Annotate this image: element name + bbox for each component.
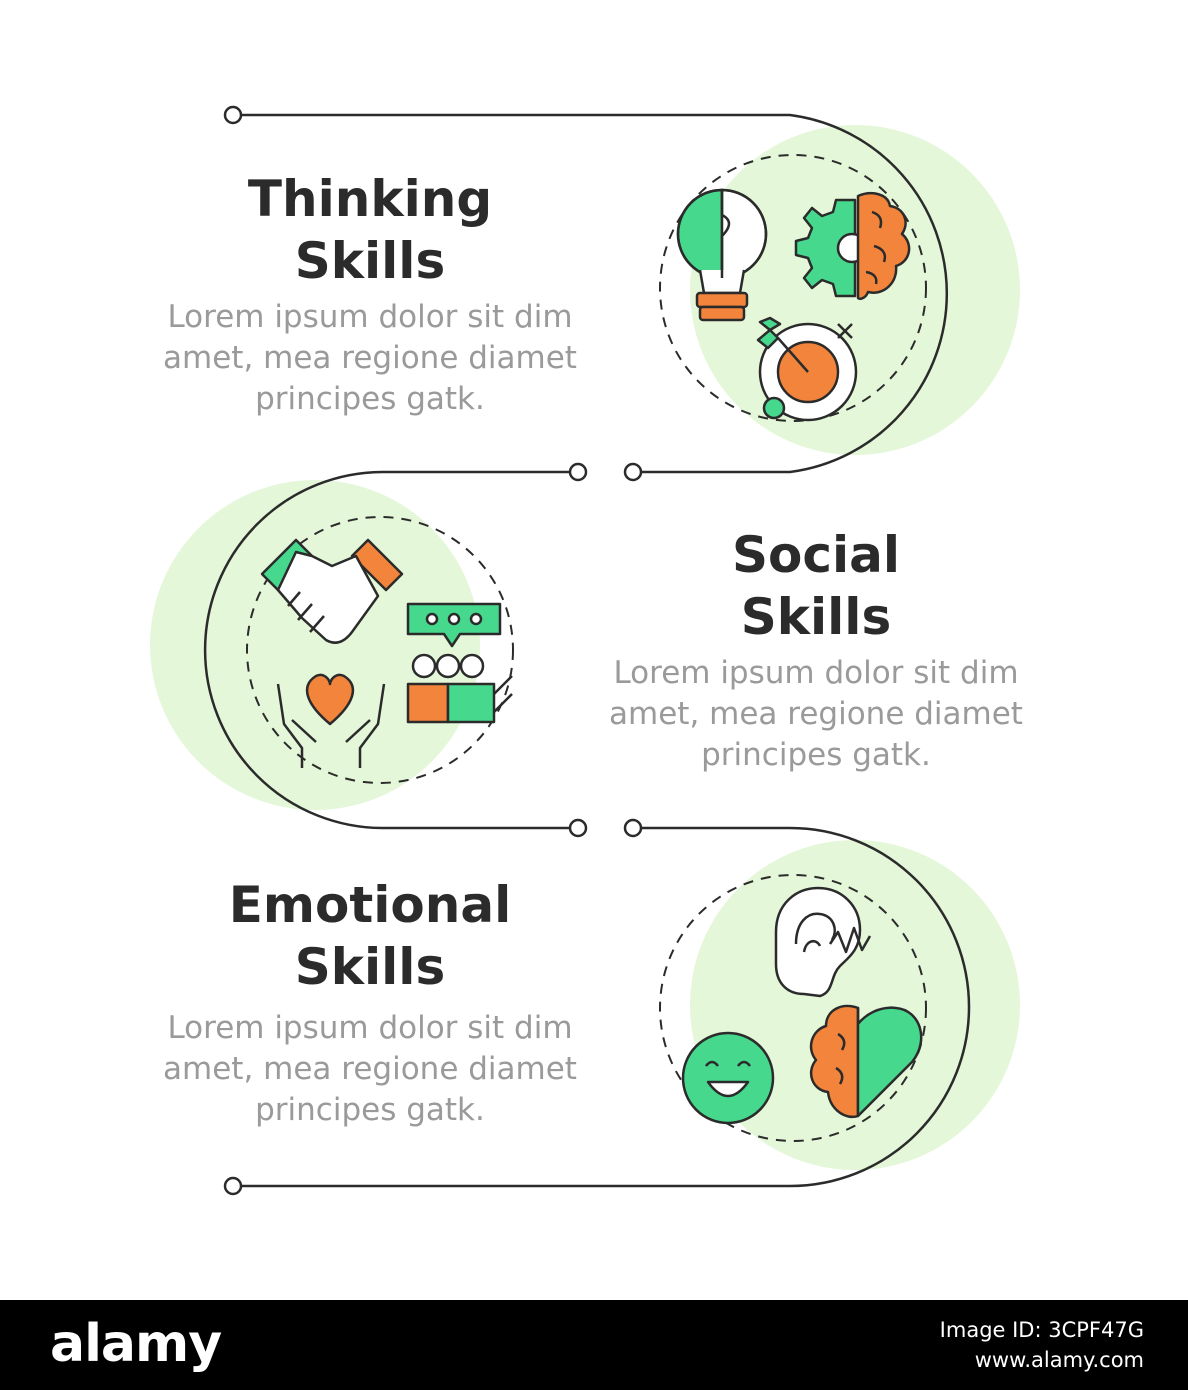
heart-hands-icon: [276, 673, 386, 768]
section-3-dashed-ring: [659, 874, 927, 1142]
section-1-desc-line2: amet, mea regione diamet: [163, 340, 577, 376]
connector-dot: [623, 818, 643, 838]
connector-line: [241, 826, 971, 1188]
section-2-title: Social Skills: [636, 524, 996, 648]
gear-brain-icon: [794, 192, 911, 300]
section-1-desc-line1: Lorem ipsum dolor sit dim: [167, 299, 573, 335]
section-3-desc-line1: Lorem ipsum dolor sit dim: [167, 1010, 573, 1046]
team-chat-icon: [406, 602, 513, 724]
section-1-description: Lorem ipsum dolor sit dim amet, mea regi…: [120, 297, 620, 420]
section-2-dashed-ring: [246, 516, 514, 784]
brain-heart-icon: [809, 1004, 923, 1119]
connector-dot: [568, 818, 588, 838]
section-3-title-line2: Skills: [294, 938, 446, 996]
section-2-desc-line2: amet, mea regione diamet: [609, 696, 1023, 732]
section-3-title: Emotional Skills: [190, 874, 550, 998]
section-1-desc-line3: principes gatk.: [255, 381, 485, 417]
section-3-desc-line3: principes gatk.: [255, 1092, 485, 1128]
connector-dot: [223, 1176, 243, 1196]
section-2-description: Lorem ipsum dolor sit dim amet, mea regi…: [566, 653, 1066, 776]
infographic-artwork: [150, 105, 1020, 1196]
connector-line: [241, 113, 948, 474]
section-1-dashed-ring: [659, 154, 927, 422]
section-2-title-line1: Social: [731, 526, 901, 584]
section-1-title-line1: Thinking: [247, 170, 493, 228]
section-2-bg-circle: [150, 480, 480, 810]
connector-dot: [568, 462, 588, 482]
section-2-desc-line1: Lorem ipsum dolor sit dim: [613, 655, 1019, 691]
smiley-face-icon: [681, 1031, 775, 1125]
connector-dot: [223, 105, 243, 125]
alamy-logo: alamy: [50, 1314, 222, 1374]
puzzle-lightbulb-icon: [676, 188, 768, 322]
section-3-desc-line2: amet, mea regione diamet: [163, 1051, 577, 1087]
site-url-label: www.alamy.com: [974, 1348, 1144, 1372]
section-3-description: Lorem ipsum dolor sit dim amet, mea regi…: [120, 1008, 620, 1131]
handshake-icon: [260, 538, 404, 644]
dart-target-icon: [756, 316, 858, 422]
section-3-title-line1: Emotional: [228, 876, 512, 934]
section-2-title-line2: Skills: [740, 588, 892, 646]
watermark-footer: alamy Image ID: 3CPF47G www.alamy.com: [0, 1300, 1188, 1390]
image-id-label: Image ID: 3CPF47G: [939, 1318, 1144, 1342]
connector-dot: [623, 462, 643, 482]
ear-sound-icon: [774, 886, 872, 998]
section-1-title-line2: Skills: [294, 232, 446, 290]
connector-line: [203, 470, 578, 830]
section-1-title: Thinking Skills: [190, 168, 550, 292]
section-2-desc-line3: principes gatk.: [701, 737, 931, 773]
